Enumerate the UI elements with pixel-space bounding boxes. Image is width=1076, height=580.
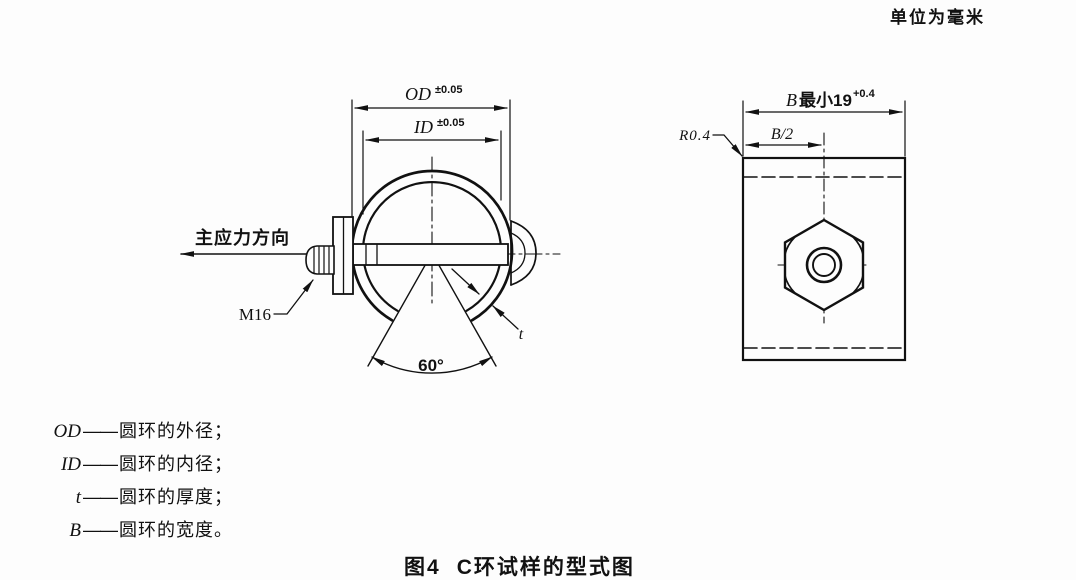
id-tolerance: ±0.05	[437, 117, 464, 129]
legend-description: 圆环的内径；	[119, 454, 233, 474]
id-dimension	[362, 130, 502, 215]
legend-row-b: B —— 圆环的宽度。	[45, 516, 233, 549]
half-width-label: B/2	[771, 126, 793, 143]
bolt-threaded-end	[305, 245, 335, 275]
legend-description: 圆环的厚度；	[119, 487, 233, 507]
block-hidden-lines	[743, 176, 905, 349]
legend-dash: ——	[83, 454, 118, 474]
side-view-block	[712, 100, 907, 362]
figure-title: C环试样的型式图	[456, 556, 635, 579]
legend-symbol: t	[75, 487, 81, 508]
bolt-hole-inner-circle	[812, 253, 836, 277]
legend: OD —— 圆环的外径； ID —— 圆环的内径； t —— 圆环的厚度； B …	[45, 417, 233, 549]
figure-number: 图4	[404, 556, 441, 579]
units-note: 单位为毫米	[890, 8, 985, 27]
od-tolerance: ±0.05	[435, 84, 462, 96]
legend-description: 圆环的宽度。	[119, 520, 233, 540]
bolt-rod	[352, 243, 509, 266]
id-label: ID	[413, 117, 433, 137]
width-tolerance: +0.4	[853, 88, 876, 100]
front-view-c-ring	[180, 99, 561, 374]
figure-caption: 图4 C环试样的型式图	[404, 551, 635, 580]
bolt-end-thread-lines	[313, 246, 330, 274]
od-label: OD	[405, 84, 431, 104]
legend-symbol: ID	[60, 454, 81, 475]
legend-row-od: OD —— 圆环的外径；	[45, 417, 233, 450]
curved-washer-right	[510, 220, 537, 286]
width-dimension	[742, 100, 906, 157]
stress-direction-label: 主应力方向	[195, 227, 290, 248]
legend-row-t: t —— 圆环的厚度；	[45, 483, 233, 516]
legend-row-id: ID —— 圆环的内径；	[45, 450, 233, 483]
angle-label: 60°	[418, 356, 444, 375]
corner-radius-label: R0.4	[678, 128, 711, 144]
thickness-label: t	[519, 326, 524, 343]
thickness-dimension	[451, 268, 519, 330]
bolt-hole-outer-circle	[805, 246, 843, 284]
legend-description: 圆环的外径；	[119, 421, 233, 441]
thread-leader-line	[273, 279, 314, 315]
hex-nut-outline	[783, 218, 865, 312]
bolt-rod-thread-lines	[365, 244, 378, 265]
ring-inner-arc	[361, 181, 503, 312]
legend-symbol: OD	[53, 421, 81, 442]
thread-label: M16	[239, 305, 271, 324]
legend-dash: ——	[83, 421, 118, 441]
legend-dash: ——	[83, 520, 118, 540]
legend-dash: ——	[83, 487, 118, 507]
od-dimension	[351, 99, 511, 221]
angle-dimension-arc	[371, 356, 493, 374]
hex-nut-chamfer-arcs	[784, 235, 864, 295]
legend-symbol: B	[69, 520, 81, 541]
width-min-label: 最小19	[799, 91, 852, 110]
width-symbol: B	[786, 90, 797, 110]
ring-outer-arc	[350, 169, 514, 322]
gap-sector-lines	[367, 252, 497, 367]
corner-radius-leader	[712, 134, 743, 157]
